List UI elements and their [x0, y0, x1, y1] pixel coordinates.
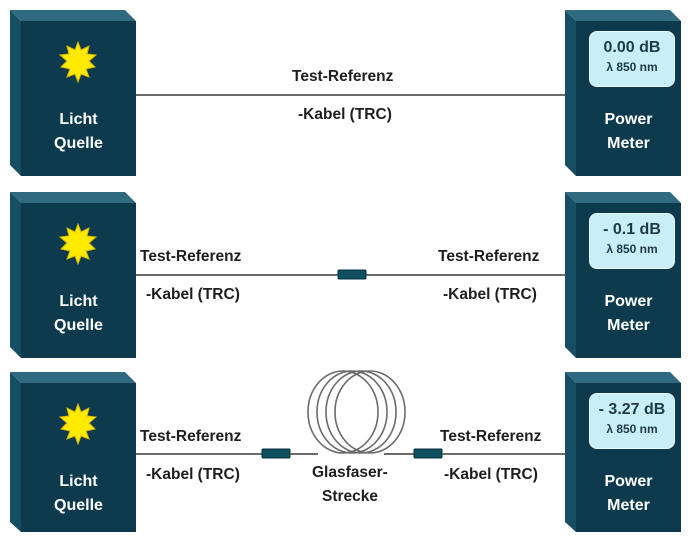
connector-icon	[337, 269, 367, 280]
sun-icon	[58, 402, 98, 446]
right-cable-label-line1: Test-Referenz	[440, 428, 542, 445]
fiber-label-line2: Strecke	[322, 488, 379, 505]
light-source-line1: Licht	[59, 473, 98, 490]
light-source-label: Licht Quelle	[21, 470, 136, 518]
connector-icon	[261, 448, 291, 459]
power-meter-label: Power Meter	[576, 108, 681, 156]
meter-display: - 0.1 dB λ 850 nm	[589, 213, 675, 269]
left-cable-label-line1: Test-Referenz	[140, 428, 242, 445]
light-source-label: Licht Quelle	[21, 108, 136, 156]
sun-icon	[58, 40, 98, 84]
meter-reading: - 3.27 dB	[598, 401, 666, 418]
power-meter-line2: Meter	[607, 135, 650, 152]
meter-wavelength: λ 850 nm	[606, 60, 658, 74]
fiber-coil-icon	[307, 370, 406, 454]
right-cable-label-line1: Test-Referenz	[438, 248, 540, 265]
setup-row-fiber: Test-Referenz -Kabel (TRC) Test-Referenz…	[0, 362, 691, 532]
fiber-label-line1: Glasfaser-	[312, 464, 388, 481]
power-meter-label: Power Meter	[576, 470, 681, 518]
power-meter-line1: Power	[604, 111, 653, 128]
light-source-line2: Quelle	[54, 317, 103, 334]
light-source-line1: Licht	[59, 111, 98, 128]
power-meter-line2: Meter	[607, 497, 650, 514]
light-source-label: Licht Quelle	[21, 290, 136, 338]
left-cable-label-line2: -Kabel (TRC)	[146, 286, 240, 303]
meter-reading: - 0.1 dB	[603, 221, 661, 238]
left-cable-label-line2: -Kabel (TRC)	[146, 466, 240, 483]
meter-reading: 0.00 dB	[603, 39, 661, 56]
light-source-line2: Quelle	[54, 135, 103, 152]
cable-label-line1: Test-Referenz	[292, 68, 394, 85]
sun-icon	[58, 222, 98, 266]
meter-wavelength: λ 850 nm	[606, 422, 658, 436]
meter-display: - 3.27 dB λ 850 nm	[589, 393, 675, 449]
setup-row-reference: Test-Referenz -Kabel (TRC) Licht Quelle …	[0, 0, 691, 176]
meter-wavelength: λ 850 nm	[606, 242, 658, 256]
power-meter-line2: Meter	[607, 317, 650, 334]
connector-icon	[413, 448, 443, 459]
right-cable-label-line2: -Kabel (TRC)	[443, 286, 537, 303]
light-source-line2: Quelle	[54, 497, 103, 514]
right-cable-label-line2: -Kabel (TRC)	[444, 466, 538, 483]
cable-label-line2: -Kabel (TRC)	[298, 106, 392, 123]
power-meter-label: Power Meter	[576, 290, 681, 338]
meter-display: 0.00 dB λ 850 nm	[589, 31, 675, 87]
setup-row-connector: Test-Referenz -Kabel (TRC) Test-Referenz…	[0, 182, 691, 358]
left-cable-label-line1: Test-Referenz	[140, 248, 242, 265]
power-meter-line1: Power	[604, 473, 653, 490]
power-meter-line1: Power	[604, 293, 653, 310]
light-source-line1: Licht	[59, 293, 98, 310]
